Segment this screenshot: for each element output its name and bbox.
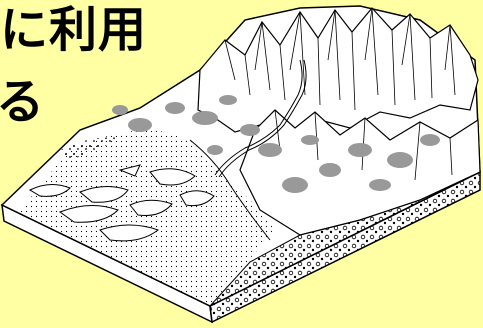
alluvial-plain [20,128,275,306]
title-line-2: る [0,74,46,130]
vegetation [112,95,440,193]
braided-channels [28,164,215,242]
mountain-range [197,7,481,236]
gravel-layer [60,137,481,323]
valley-river [214,59,307,178]
title-line-1: に利用 [0,2,148,58]
